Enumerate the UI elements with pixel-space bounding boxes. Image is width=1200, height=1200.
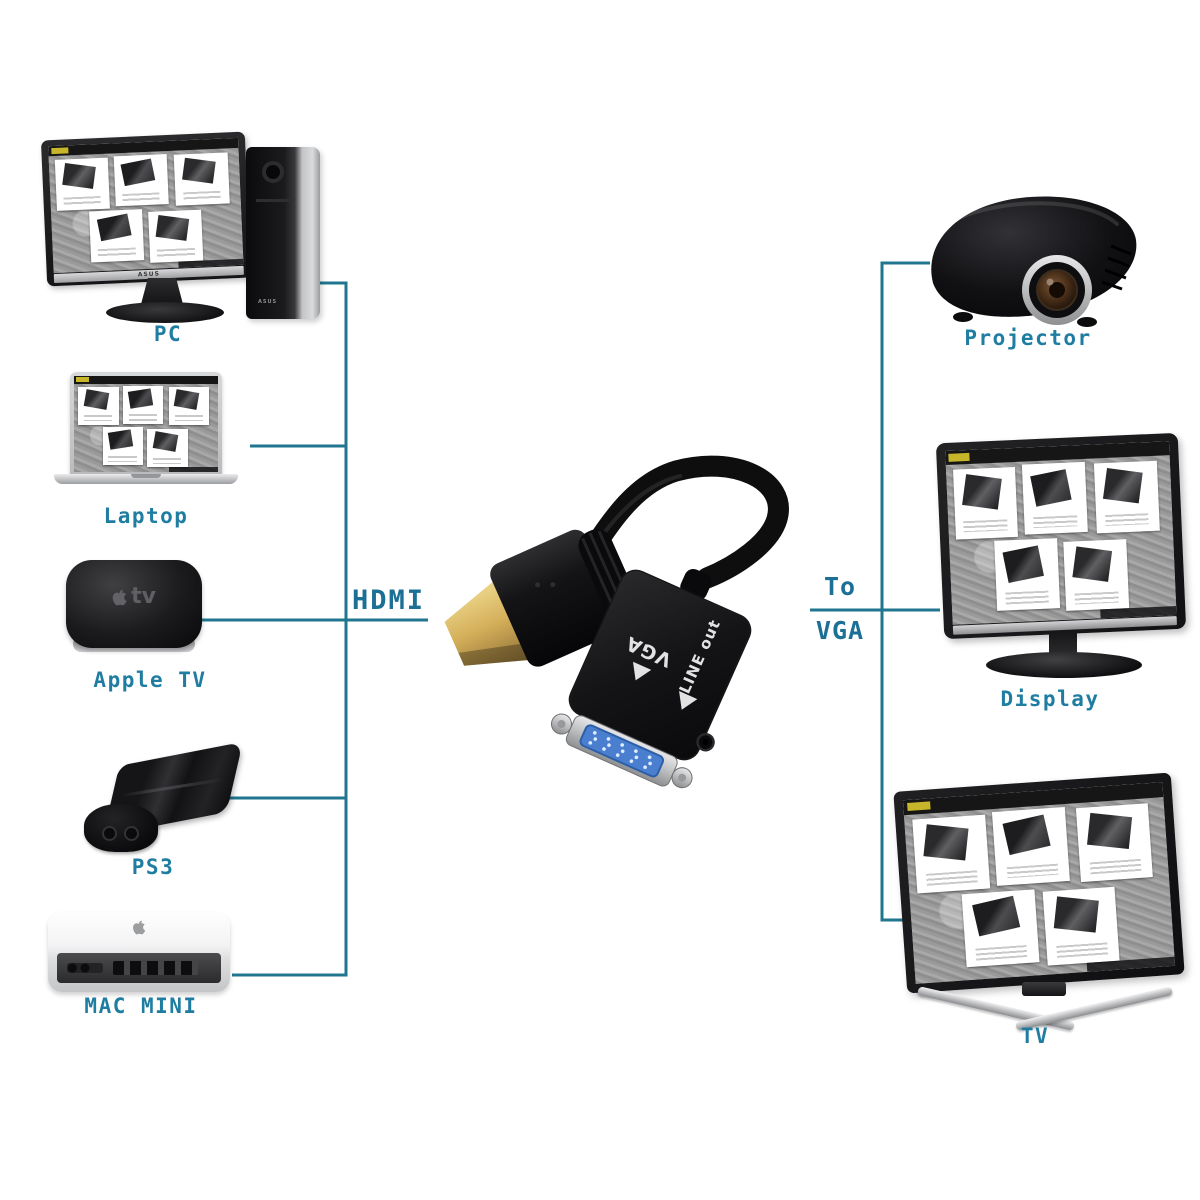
monitor-brand-label: ASUS [137, 269, 161, 278]
tv-screen [902, 782, 1176, 984]
laptop-base [54, 474, 238, 484]
adapter-image: VGA LINE out [444, 455, 789, 789]
screen-taskbar [169, 467, 218, 472]
line-out-arrow-icon [679, 691, 698, 710]
apple-tv-body: tv [66, 560, 202, 652]
apple-tv-logo: tv [66, 584, 202, 609]
mac-mini-image [48, 912, 230, 994]
vga-arrow-icon [632, 661, 652, 681]
projector-vents [1101, 244, 1132, 291]
ps3-image [84, 741, 243, 860]
hdmi-label: HDMI [352, 585, 426, 616]
screen-card [1042, 886, 1120, 966]
mac-mini-body [48, 912, 230, 992]
line-right-bracket [880, 261, 930, 922]
pc-monitor-frame: ASUS [40, 131, 252, 287]
vga-label: VGA [815, 616, 865, 645]
tower-drive-icon [262, 161, 284, 183]
projector-image [931, 196, 1137, 327]
display-label: Display [1000, 687, 1100, 711]
pc-image: ASUS [40, 131, 252, 323]
vga-port [550, 713, 693, 789]
screen-card [148, 209, 204, 263]
screen-card [174, 152, 230, 206]
display-frame [935, 432, 1187, 640]
tower-slot [256, 199, 290, 202]
apple-tv-logo-text: tv [131, 584, 156, 609]
apple-tv-label: Apple TV [93, 668, 207, 692]
laptop-label: Laptop [103, 504, 189, 528]
vga-output-lines [810, 261, 940, 922]
pc-screen [48, 137, 244, 274]
adapter-body: VGA LINE out [550, 569, 752, 789]
mac-mini-ports [57, 953, 221, 983]
projector-label: Projector [964, 326, 1092, 350]
apple-tv-base [73, 636, 195, 652]
screen-toolbar [74, 376, 218, 384]
apple-logo-icon [112, 589, 127, 605]
line-left-bracket [232, 281, 348, 977]
to-label: To [823, 572, 857, 601]
screen-card [147, 428, 188, 468]
screen-card [952, 467, 1019, 540]
hdmi-source-lines [200, 281, 428, 977]
display-screen [945, 441, 1177, 625]
screen-card [54, 157, 110, 211]
screen-card [169, 386, 210, 425]
tv-image [893, 772, 1186, 1046]
tv-label: TV [1020, 1024, 1050, 1048]
tv-stand-mount [1022, 982, 1066, 996]
controller-stick-icon [124, 826, 139, 841]
ps3-label: PS3 [131, 855, 175, 879]
screen-card [1022, 462, 1088, 535]
screen-card [993, 538, 1060, 611]
controller-stick-icon [102, 826, 117, 841]
apple-tv-image: tv [66, 560, 202, 660]
screen-card [912, 814, 990, 894]
mac-mini-label: MAC MINI [84, 994, 198, 1018]
laptop-screen [74, 376, 218, 472]
pc-tower: ASUS [246, 147, 320, 319]
pc-monitor-base [106, 302, 224, 323]
projector-foot-right [1077, 317, 1097, 327]
pc-label: PC [153, 322, 183, 346]
screen-card [113, 153, 169, 207]
screen-card [992, 807, 1071, 886]
screen-card [961, 888, 1040, 968]
projector-foot-left [953, 312, 973, 322]
screen-card [1063, 538, 1130, 612]
display-base [986, 652, 1142, 678]
ps3-controller [84, 804, 158, 852]
tower-brand-label: ASUS [258, 299, 278, 305]
display-image [935, 432, 1188, 692]
projector-lens [1022, 255, 1092, 325]
screen-card [102, 426, 144, 466]
tv-frame [893, 772, 1185, 994]
screen-card [122, 385, 164, 424]
laptop-image [54, 372, 238, 496]
hdmi-tip-shadow [458, 643, 532, 666]
screen-card [89, 209, 145, 263]
apple-logo-icon [133, 920, 146, 935]
screen-card [1093, 460, 1160, 534]
screen-card [1075, 803, 1154, 882]
hdmi-gold-tip [444, 579, 532, 666]
screen-card [78, 386, 119, 425]
laptop-screen-frame [70, 372, 222, 476]
